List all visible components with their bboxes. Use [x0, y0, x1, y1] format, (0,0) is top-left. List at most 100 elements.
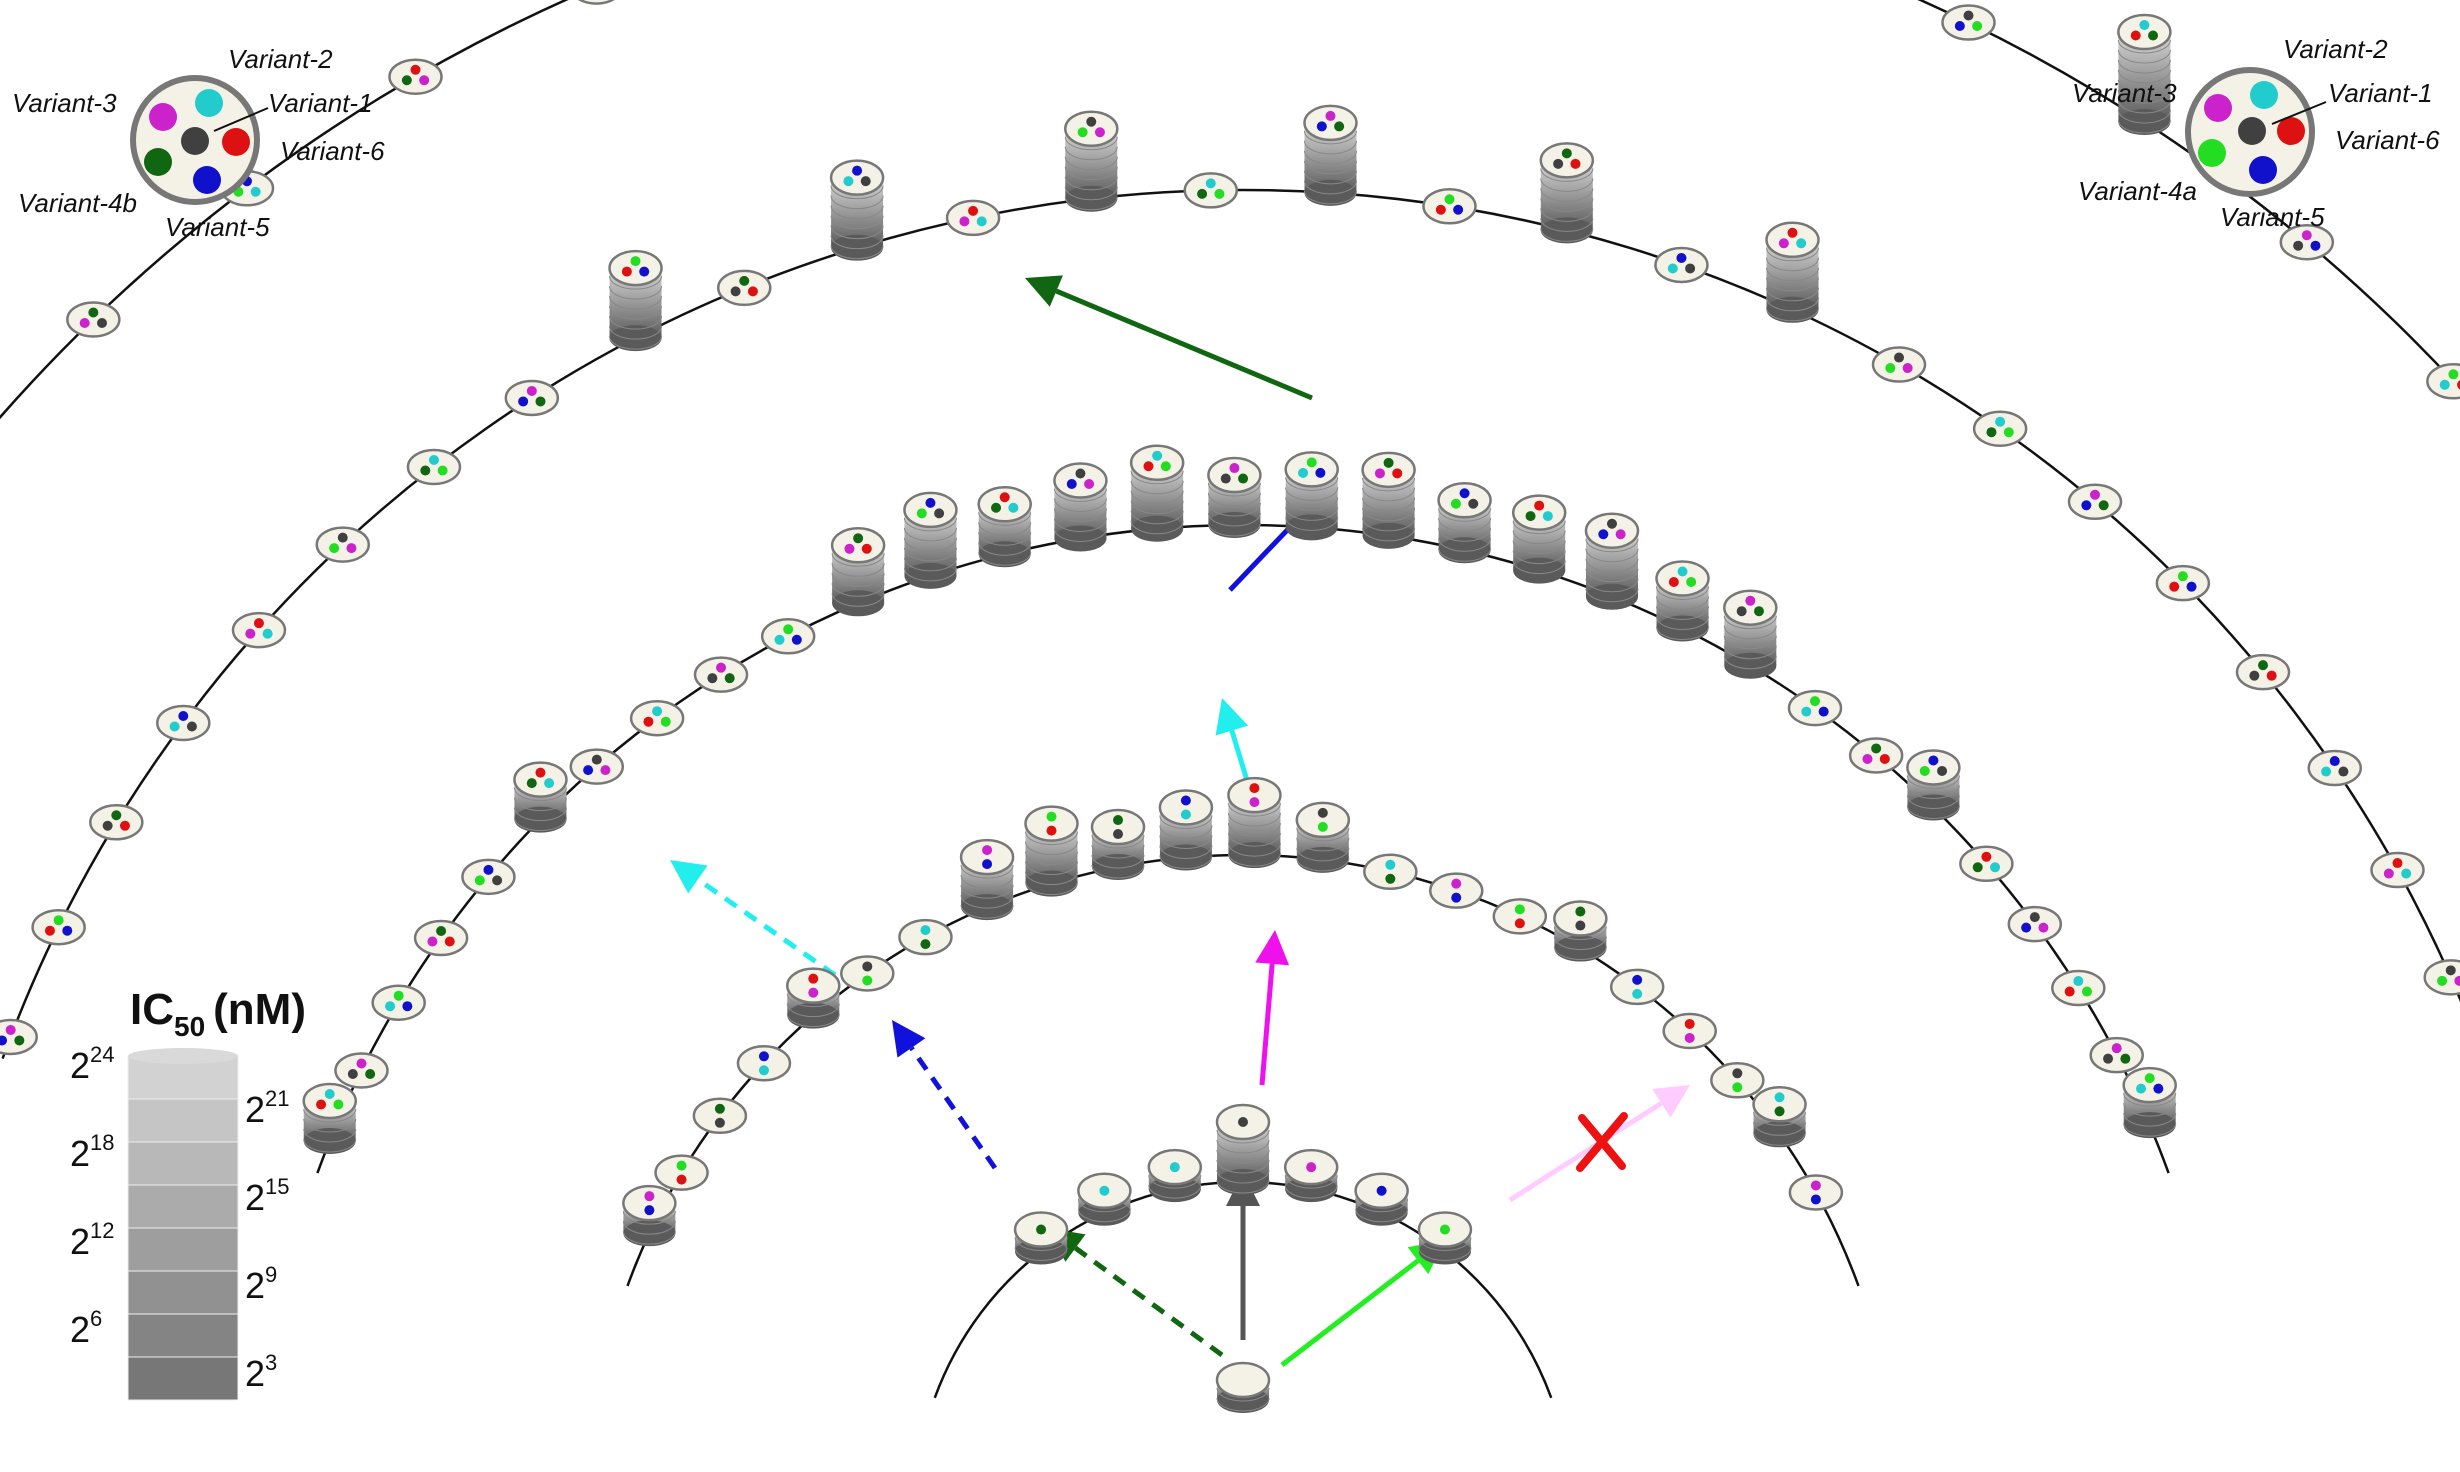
variant-node [1752, 1086, 1807, 1148]
variant-node [959, 838, 1015, 921]
variant-node [2089, 1036, 2144, 1074]
ring-4 [1, 188, 2460, 1059]
variant-node [736, 1045, 792, 1082]
ic50-gradient-bar [127, 1048, 239, 1401]
variant-node [2067, 483, 2123, 521]
variant-node [1283, 1148, 1339, 1203]
variant-4b-dot [144, 148, 172, 176]
variant-node [1077, 1172, 1132, 1226]
variant-node [406, 448, 462, 486]
legend-left-label-variant-1: Variant-1 [268, 88, 373, 118]
variant-node [786, 967, 841, 1029]
variant-node [1215, 1361, 1271, 1413]
legend-right-pointer [2271, 101, 2327, 125]
variant-node [1215, 1103, 1271, 1195]
variant-3-dot [149, 103, 177, 131]
variant-node [830, 527, 886, 617]
variant-6-dot [2277, 117, 2305, 145]
arrow-dark-green-dashed [1048, 1228, 1224, 1358]
variant-node [461, 858, 516, 896]
arrow-dark-green [1025, 275, 1313, 401]
variant-node [1053, 462, 1108, 552]
variant-node [2370, 851, 2425, 889]
variant-node [1584, 512, 1640, 610]
variant-node [2307, 749, 2362, 787]
variant-node [1437, 481, 1492, 564]
variant-node [231, 611, 287, 649]
ic50-tick: 212 [70, 1218, 115, 1262]
variant-node [2235, 653, 2291, 691]
variant-node [654, 1154, 709, 1191]
ic50-tick: 221 [245, 1086, 290, 1130]
variant-node [692, 1097, 748, 1135]
variant-node [1024, 805, 1079, 897]
variant-node [1183, 172, 1238, 209]
arrow-magenta [1255, 930, 1290, 1086]
arrow-cyan-dashed [670, 860, 837, 978]
variant-node [1871, 346, 1927, 383]
ic50-title: IC50(nM) [130, 985, 306, 1042]
variant-node [1972, 410, 2028, 447]
variant-node [1064, 110, 1119, 212]
variant-node [0, 1018, 38, 1056]
variant-node [334, 1052, 389, 1089]
variant-node [1609, 968, 1665, 1006]
variant-node [1553, 900, 1608, 962]
variant-node [1422, 188, 1477, 225]
variant-node [1787, 689, 1843, 727]
ic50-tick: 29 [245, 1262, 277, 1306]
arrow-pink-blocked [1508, 1085, 1690, 1203]
variant-node [1662, 1012, 1717, 1050]
arrow-blue-dashed [892, 1020, 998, 1170]
variant-node [1129, 444, 1185, 542]
legend-right-label-variant-1: Variant-1 [2328, 78, 2433, 108]
variant-node [2155, 564, 2211, 602]
variant-node [504, 379, 560, 417]
legend-right-label-variant-2: Variant-2 [2283, 34, 2388, 64]
variant-node [89, 804, 144, 841]
variant-node [608, 249, 663, 352]
variant-node [1284, 451, 1339, 541]
variant-node [1227, 776, 1282, 869]
variant-node [829, 159, 885, 261]
variant-node [569, 748, 625, 785]
variant-node [840, 955, 895, 992]
variant-node [1765, 221, 1820, 323]
variant-node [760, 618, 816, 655]
ic50-tick: 215 [245, 1174, 290, 1218]
variant-node [1723, 589, 1778, 679]
ic50-tick: 23 [245, 1350, 277, 1394]
variant-node [2007, 905, 2063, 943]
variant-node [1655, 560, 1710, 642]
variant-node [1207, 456, 1262, 539]
variant-1-dot [2238, 117, 2266, 145]
variant-node [1710, 1062, 1765, 1099]
variant-node [1511, 494, 1567, 584]
variant-node [1354, 1172, 1409, 1226]
variant-node [2279, 223, 2335, 261]
variant-node [945, 199, 1001, 237]
legend-right: Variant-2 Variant-3 Variant-1 Variant-6 … [2072, 34, 2440, 232]
variant-node [1303, 104, 1358, 206]
ic50-tick: 218 [70, 1130, 115, 1174]
variant-node [629, 699, 685, 737]
variant-node [1295, 801, 1351, 873]
variant-node [1417, 1211, 1473, 1265]
variant-nodes [0, 0, 2460, 1413]
ic50-right-ticks: 221 215 29 23 [245, 1086, 290, 1394]
legend-left-label-variant-3: Variant-3 [12, 88, 117, 118]
variant-1-dot [181, 127, 209, 155]
variant-node [2122, 1066, 2177, 1139]
legend-left-label-variant-6: Variant-6 [280, 136, 385, 166]
legend-left-label-variant-5: Variant-5 [165, 212, 270, 242]
variant-node [1147, 1148, 1203, 1203]
variant-node [1492, 898, 1548, 935]
arrow-gray [1226, 1172, 1260, 1340]
variant-node [156, 704, 211, 742]
variant-node [413, 919, 469, 957]
variant-6-dot [222, 128, 250, 156]
legend-right-label-variant-4a: Variant-4a [2078, 176, 2197, 206]
variant-node [513, 761, 568, 833]
variant-node [1090, 808, 1146, 881]
